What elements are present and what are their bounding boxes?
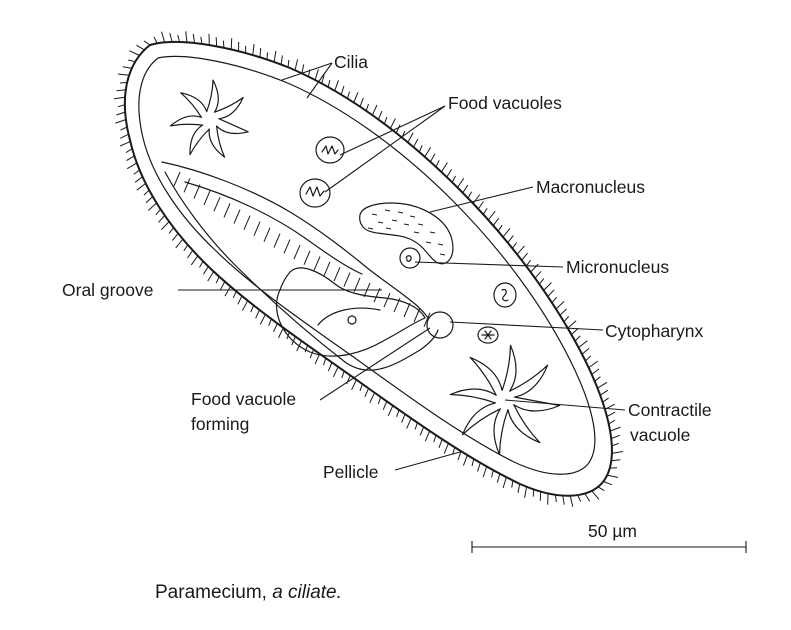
inner-membrane bbox=[138, 55, 596, 475]
label-contractile-vacuole-line1: Contractile bbox=[628, 400, 712, 420]
food-vacuole-1 bbox=[315, 136, 345, 164]
macronucleus-shape bbox=[359, 202, 454, 265]
label-cilia: Cilia bbox=[334, 52, 368, 72]
oral-groove-inner bbox=[184, 181, 363, 275]
label-food-vacuole-forming-line2: forming bbox=[191, 414, 249, 434]
leader-lines bbox=[178, 62, 626, 471]
oral-groove-cilia bbox=[173, 171, 431, 327]
cilia-fringe bbox=[113, 31, 623, 507]
caption-main: Paramecium, bbox=[155, 582, 272, 603]
food-vacuole-3 bbox=[493, 282, 517, 308]
contractile-vacuole-bottom bbox=[449, 344, 561, 456]
food-vacuole-forming-circle bbox=[347, 315, 357, 325]
food-vacuole-forming-shape bbox=[275, 267, 426, 357]
label-food-vacuoles: Food vacuoles bbox=[448, 93, 562, 113]
food-vacuole-4 bbox=[477, 326, 499, 344]
label-pellicle: Pellicle bbox=[323, 462, 378, 482]
micronucleus-shape bbox=[399, 247, 421, 269]
scale-bar-label: 50 µm bbox=[588, 521, 637, 541]
contractile-vacuole-top bbox=[169, 79, 249, 158]
label-cytopharynx: Cytopharynx bbox=[605, 321, 703, 341]
pellicle-outline bbox=[123, 40, 613, 497]
label-oral-groove: Oral groove bbox=[62, 280, 153, 300]
oral-groove-lower bbox=[164, 171, 439, 371]
macronucleus-texture bbox=[367, 209, 446, 256]
scale-bar: 50 µm bbox=[471, 521, 747, 553]
caption-italic: a ciliate. bbox=[272, 582, 342, 603]
food-vacuole-2 bbox=[299, 178, 331, 208]
food-vacuole-inner bbox=[317, 307, 381, 326]
label-micronucleus: Micronucleus bbox=[566, 257, 669, 277]
label-contractile-vacuole-line2: vacuole bbox=[630, 425, 690, 445]
cytopharynx-circle bbox=[426, 311, 454, 339]
label-food-vacuole-forming-line1: Food vacuole bbox=[191, 389, 296, 409]
oral-groove-shape bbox=[161, 161, 429, 319]
label-macronucleus: Macronucleus bbox=[536, 177, 645, 197]
figure-caption: Paramecium, a ciliate. bbox=[155, 582, 342, 603]
